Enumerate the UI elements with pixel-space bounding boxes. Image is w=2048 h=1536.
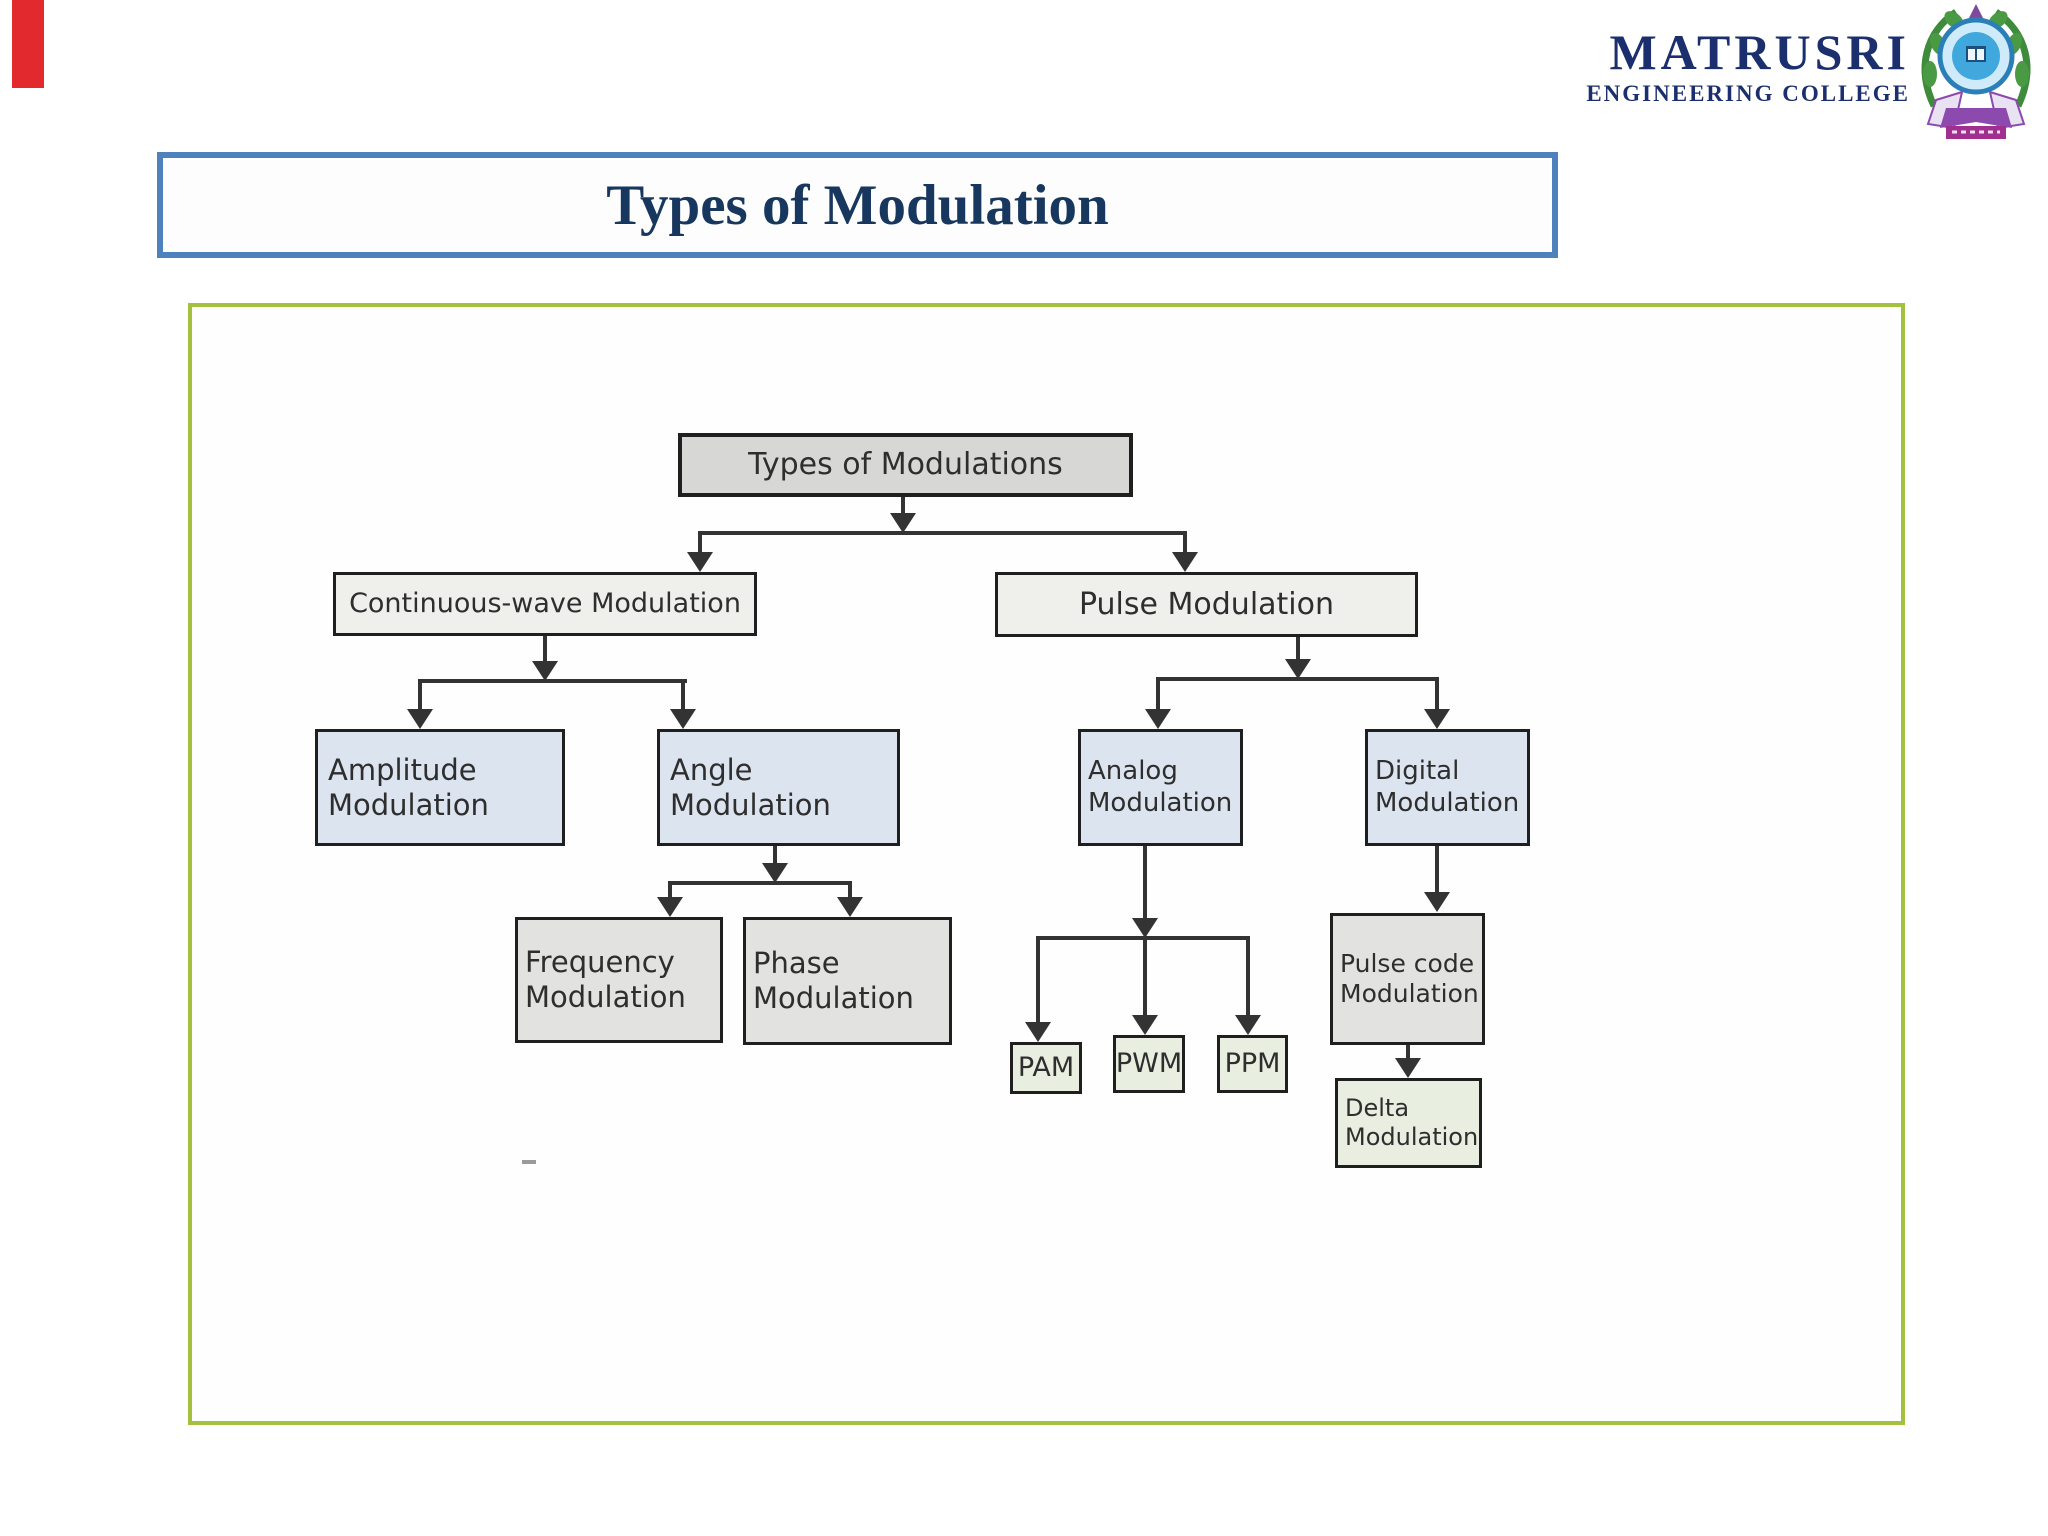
college-crest-icon [1921, 4, 2031, 139]
node-pam: PAM [1010, 1042, 1082, 1094]
connector-line [698, 531, 1187, 535]
connector-arrow [687, 552, 713, 572]
college-logo: MATRUSRI ENGINEERING COLLEGE [1470, 26, 1910, 108]
connector-arrow [1424, 709, 1450, 729]
stray-dash-mark [522, 1160, 536, 1164]
node-digital-modulation: Digital Modulation [1365, 729, 1530, 846]
node-pulse-modulation: Pulse Modulation [995, 572, 1418, 637]
connector-line [1036, 938, 1040, 1024]
connector-arrow [1424, 892, 1450, 912]
connector-arrow [1132, 918, 1158, 938]
node-types-of-modulations: Types of Modulations [678, 433, 1133, 497]
connector-line [1296, 637, 1300, 661]
connector-line [668, 883, 672, 899]
connector-line [1406, 1045, 1410, 1060]
connector-line [418, 679, 687, 683]
connector-arrow [1145, 709, 1171, 729]
connector-line [1246, 938, 1250, 1017]
node-continuous-wave-modulation: Continuous-wave Modulation [333, 572, 757, 636]
connector-arrow [1235, 1015, 1261, 1035]
connector-arrow [657, 897, 683, 917]
connector-arrow [1132, 1015, 1158, 1035]
red-accent-bar [12, 0, 44, 88]
connector-line [1435, 846, 1439, 894]
college-name: MATRUSRI [1609, 24, 1910, 80]
connector-line [901, 497, 905, 515]
node-angle-modulation: Angle Modulation [657, 729, 900, 846]
node-analog-modulation: Analog Modulation [1078, 729, 1243, 846]
connector-line [1435, 679, 1439, 711]
connector-line [418, 681, 422, 711]
connector-arrow [1285, 659, 1311, 679]
connector-line [773, 846, 777, 865]
connector-arrow [532, 661, 558, 681]
connector-line [848, 883, 852, 899]
node-pulse-code-modulation: Pulse code Modulation [1330, 913, 1485, 1045]
connector-line [1143, 846, 1147, 920]
connector-line [543, 636, 547, 663]
node-ppm: PPM [1217, 1035, 1288, 1093]
connector-line [668, 881, 852, 885]
college-subtitle: ENGINEERING COLLEGE [1586, 81, 1910, 106]
connector-arrow [1025, 1022, 1051, 1042]
node-delta-modulation: Delta Modulation [1335, 1078, 1482, 1168]
connector-arrow [762, 863, 788, 883]
slide-title-box: Types of Modulation [157, 152, 1558, 258]
connector-line [1156, 677, 1439, 681]
connector-line [1143, 938, 1147, 1017]
connector-arrow [670, 709, 696, 729]
connector-arrow [1172, 552, 1198, 572]
node-phase-modulation: Phase Modulation [743, 917, 952, 1045]
node-frequency-modulation: Frequency Modulation [515, 917, 723, 1043]
connector-line [681, 681, 685, 711]
connector-arrow [837, 897, 863, 917]
node-pwm: PWM [1113, 1035, 1185, 1093]
connector-line [1156, 679, 1160, 711]
connector-arrow [407, 709, 433, 729]
node-amplitude-modulation: Amplitude Modulation [315, 729, 565, 846]
connector-arrow [890, 513, 916, 533]
connector-arrow [1395, 1058, 1421, 1078]
connector-line [1183, 533, 1187, 555]
slide-title: Types of Modulation [606, 173, 1109, 237]
connector-line [698, 533, 702, 555]
